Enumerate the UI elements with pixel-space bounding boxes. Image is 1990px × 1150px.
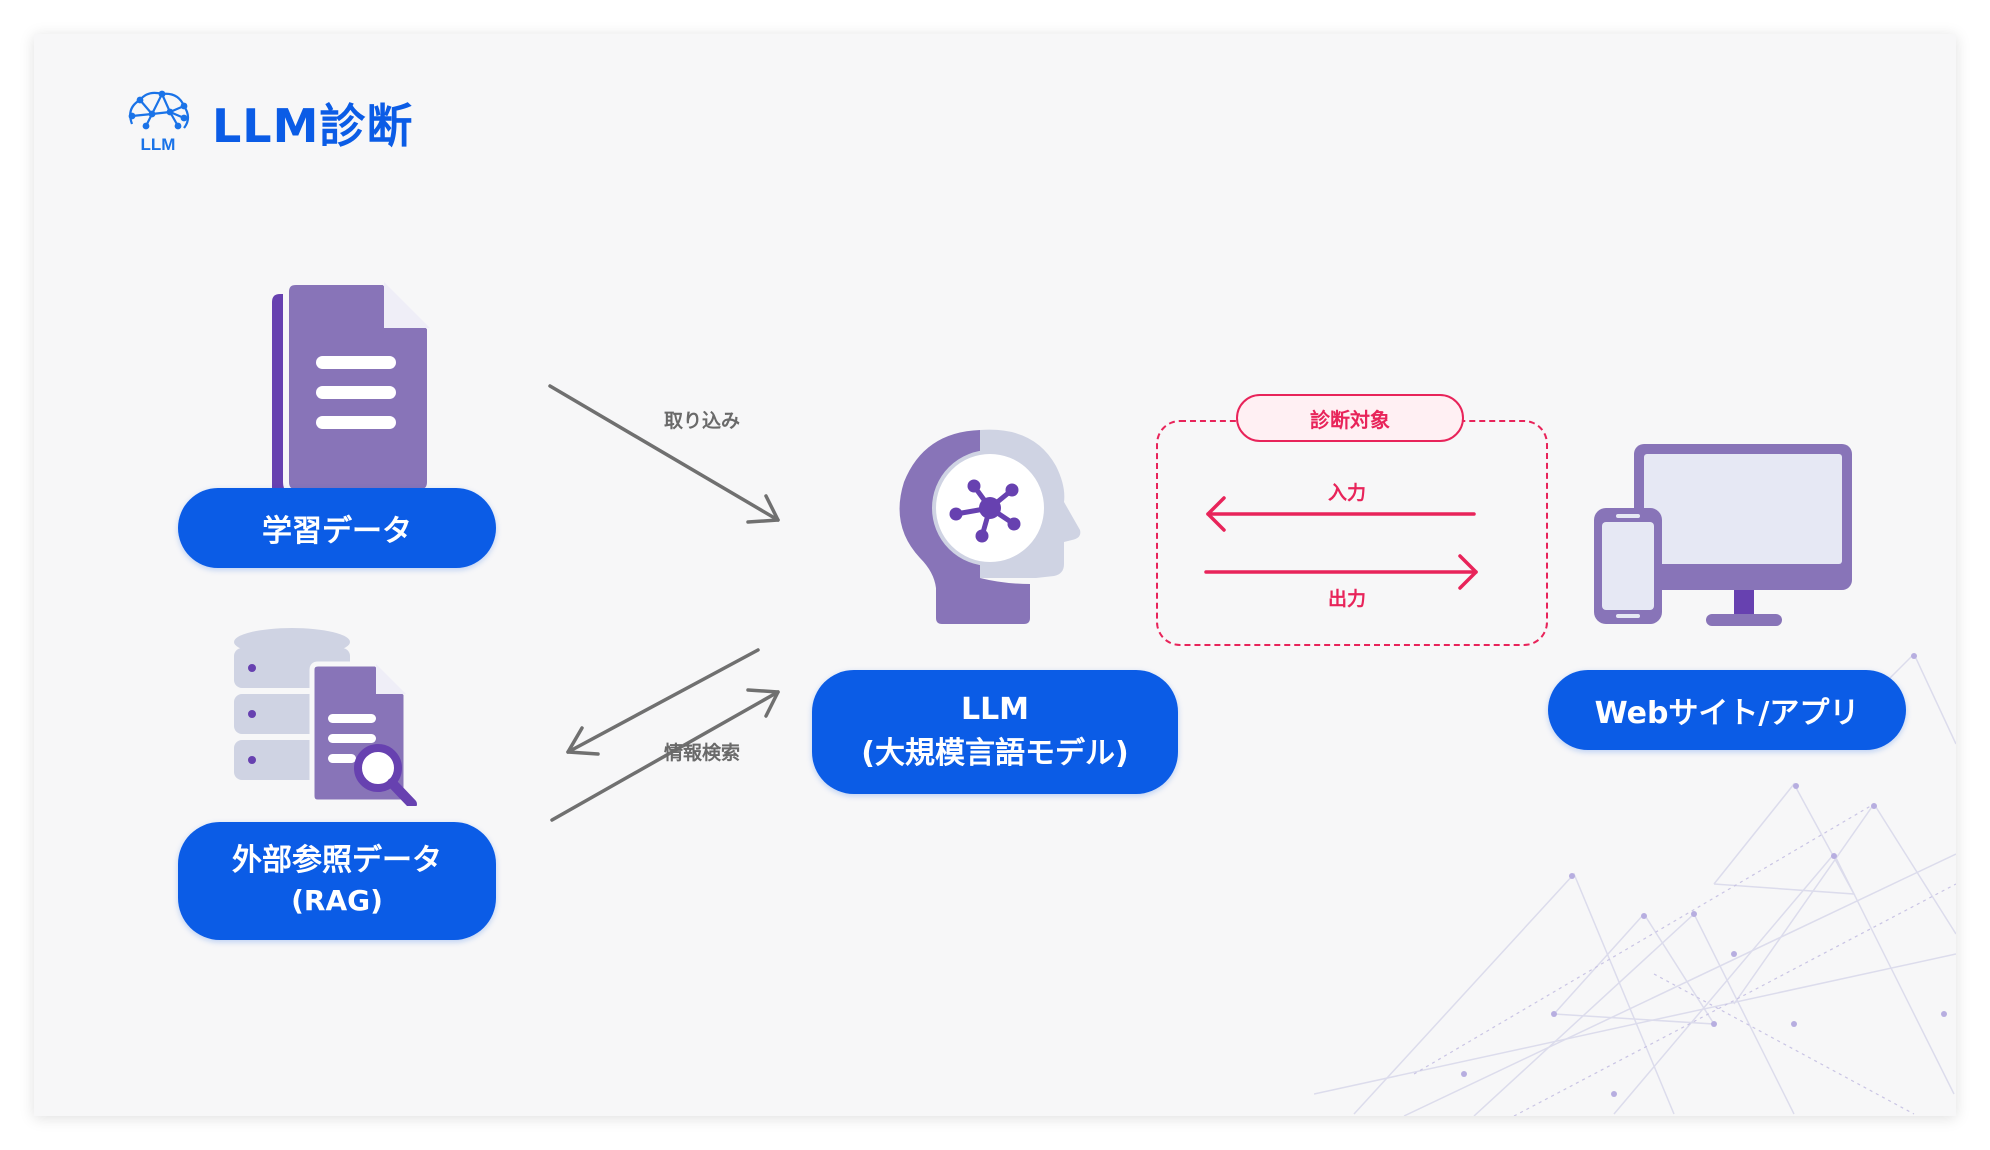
llm-label-line1: LLM xyxy=(960,692,1030,727)
logo-title: LLM診断 xyxy=(212,99,414,153)
retrieval-arrow-forward xyxy=(550,690,780,822)
document-stack-icon xyxy=(272,282,433,510)
logo-badge-text: LLM xyxy=(141,135,176,154)
ai-head-icon xyxy=(899,429,1081,624)
ingest-arrow xyxy=(548,384,780,522)
training-data-node[interactable]: 学習データ xyxy=(178,488,496,568)
output-label: 出力 xyxy=(1328,588,1367,610)
retrieval-arrow-back xyxy=(566,648,760,754)
llm-node[interactable]: LLM (大規模言語モデル) xyxy=(812,670,1178,794)
diagram-canvas: LLM LLM診断 学習データ 外部参照データ (RAG) xyxy=(34,34,1956,1116)
rag-label-line2: (RAG) xyxy=(291,884,383,917)
web-app-node[interactable]: Webサイト/アプリ xyxy=(1548,670,1906,750)
rag-label-line1: 外部参照データ xyxy=(232,843,442,878)
decorative-triangle-pattern xyxy=(1314,652,1956,1116)
data-flow-arrows xyxy=(548,384,780,822)
llm-label-line2: (大規模言語モデル) xyxy=(861,736,1129,771)
ingest-label: 取り込み xyxy=(664,410,741,432)
rag-node[interactable]: 外部参照データ (RAG) xyxy=(178,822,496,940)
retrieval-label: 情報検索 xyxy=(664,742,741,764)
web-app-label: Webサイト/アプリ xyxy=(1594,696,1860,731)
desktop-mobile-icon xyxy=(1594,444,1852,626)
brain-network-logo-icon: LLM xyxy=(128,90,190,154)
diagnosis-target-tag: 診断対象 xyxy=(1236,394,1464,442)
io-arrows xyxy=(1204,496,1478,590)
database-search-icon xyxy=(234,628,417,806)
input-label: 入力 xyxy=(1328,482,1367,504)
training-data-label: 学習データ xyxy=(262,514,412,549)
